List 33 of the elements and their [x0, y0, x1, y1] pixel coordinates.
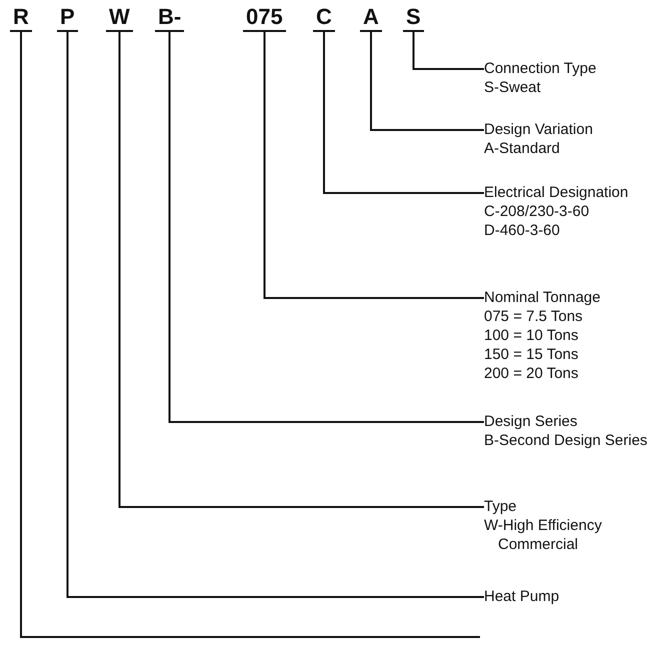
field-heading: Design Variation: [484, 120, 594, 139]
field-heading: Heat Pump: [484, 587, 560, 606]
code-option-text: D-460-3-60: [484, 221, 561, 240]
model-code-letter: W: [106, 4, 133, 32]
code-option-text: 075 = 7.5 Tons: [484, 307, 584, 326]
field-heading: Design Series: [484, 412, 578, 431]
code-option-text: 200 = 20 Tons: [484, 364, 580, 383]
model-code-letter: C: [313, 4, 335, 32]
leader-line: [323, 32, 484, 194]
leader-line: [118, 32, 484, 508]
model-code-letter: P: [57, 4, 78, 32]
model-code-letter: A: [360, 4, 382, 32]
code-option-text: 150 = 15 Tons: [484, 345, 580, 364]
code-option-text: S-Sweat: [484, 78, 542, 97]
code-option-text: B-Second Design Series: [484, 431, 648, 450]
leader-line: [370, 32, 484, 131]
field-heading: Nominal Tonnage: [484, 288, 602, 307]
leader-line: [264, 32, 484, 299]
code-option-text: A-Standard: [484, 139, 561, 158]
model-code-letter: S: [403, 4, 424, 32]
field-heading: Type: [484, 497, 518, 516]
model-code-letter: R: [10, 4, 32, 32]
model-code-letter: B-: [155, 4, 184, 32]
field-heading: Connection Type: [484, 59, 598, 78]
leader-line: [66, 32, 484, 598]
leader-line: [412, 32, 484, 70]
leader-line: [168, 32, 484, 423]
model-code-letter: 075: [243, 4, 286, 32]
code-option-text: W-High Efficiency Commercial: [484, 516, 603, 554]
field-heading: Electrical Designation: [484, 183, 630, 202]
leader-line: [20, 32, 480, 638]
code-option-text: 100 = 10 Tons: [484, 326, 580, 345]
code-option-text: C-208/230-3-60: [484, 202, 590, 221]
